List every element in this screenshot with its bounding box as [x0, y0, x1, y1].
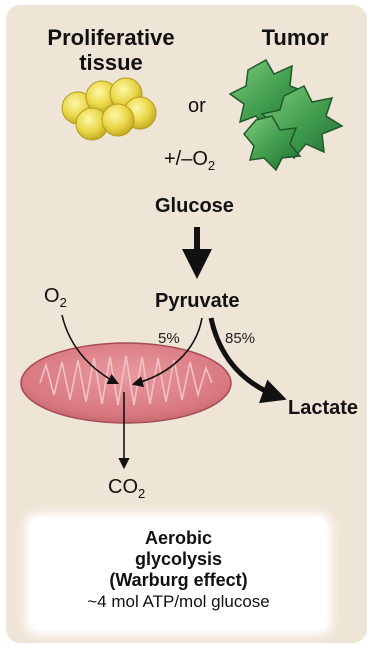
atp-yield-label: ~4 mol ATP/mol glucose [87, 592, 270, 611]
oxygen-toggle-label: +/–O2 [164, 148, 216, 173]
glucose-label: Glucose [155, 195, 234, 217]
result-box: Aerobic glycolysis (Warburg effect) ~4 m… [30, 518, 327, 630]
mito-percent-label: 5% [158, 330, 180, 347]
pyruvate-label: Pyruvate [155, 290, 240, 312]
proliferative-label-line1: Proliferative [47, 25, 175, 50]
oxygen-arrow [61, 314, 120, 385]
result-title-line3: (Warburg effect) [109, 570, 248, 590]
pyruvate-to-mito-arrow [131, 317, 203, 388]
or-label: or [188, 95, 206, 117]
oxygen-label: O2 [44, 285, 67, 310]
co2-label: CO2 [108, 476, 146, 501]
proliferative-cells-icon [61, 77, 157, 141]
proliferative-tissue-label: Proliferative tissue [32, 25, 190, 75]
pyruvate-to-lactate-arrow [208, 317, 287, 404]
result-title-line2: glycolysis [134, 549, 223, 569]
mitochondrion-icon [20, 342, 232, 424]
tumor-cells-icon [228, 58, 344, 172]
proliferative-label-line2: tissue [79, 50, 143, 75]
lactate-label: Lactate [288, 397, 359, 419]
tumor-label: Tumor [261, 25, 329, 50]
lactate-percent-label: 85% [225, 330, 256, 347]
result-title-line1: Aerobic [144, 528, 213, 548]
